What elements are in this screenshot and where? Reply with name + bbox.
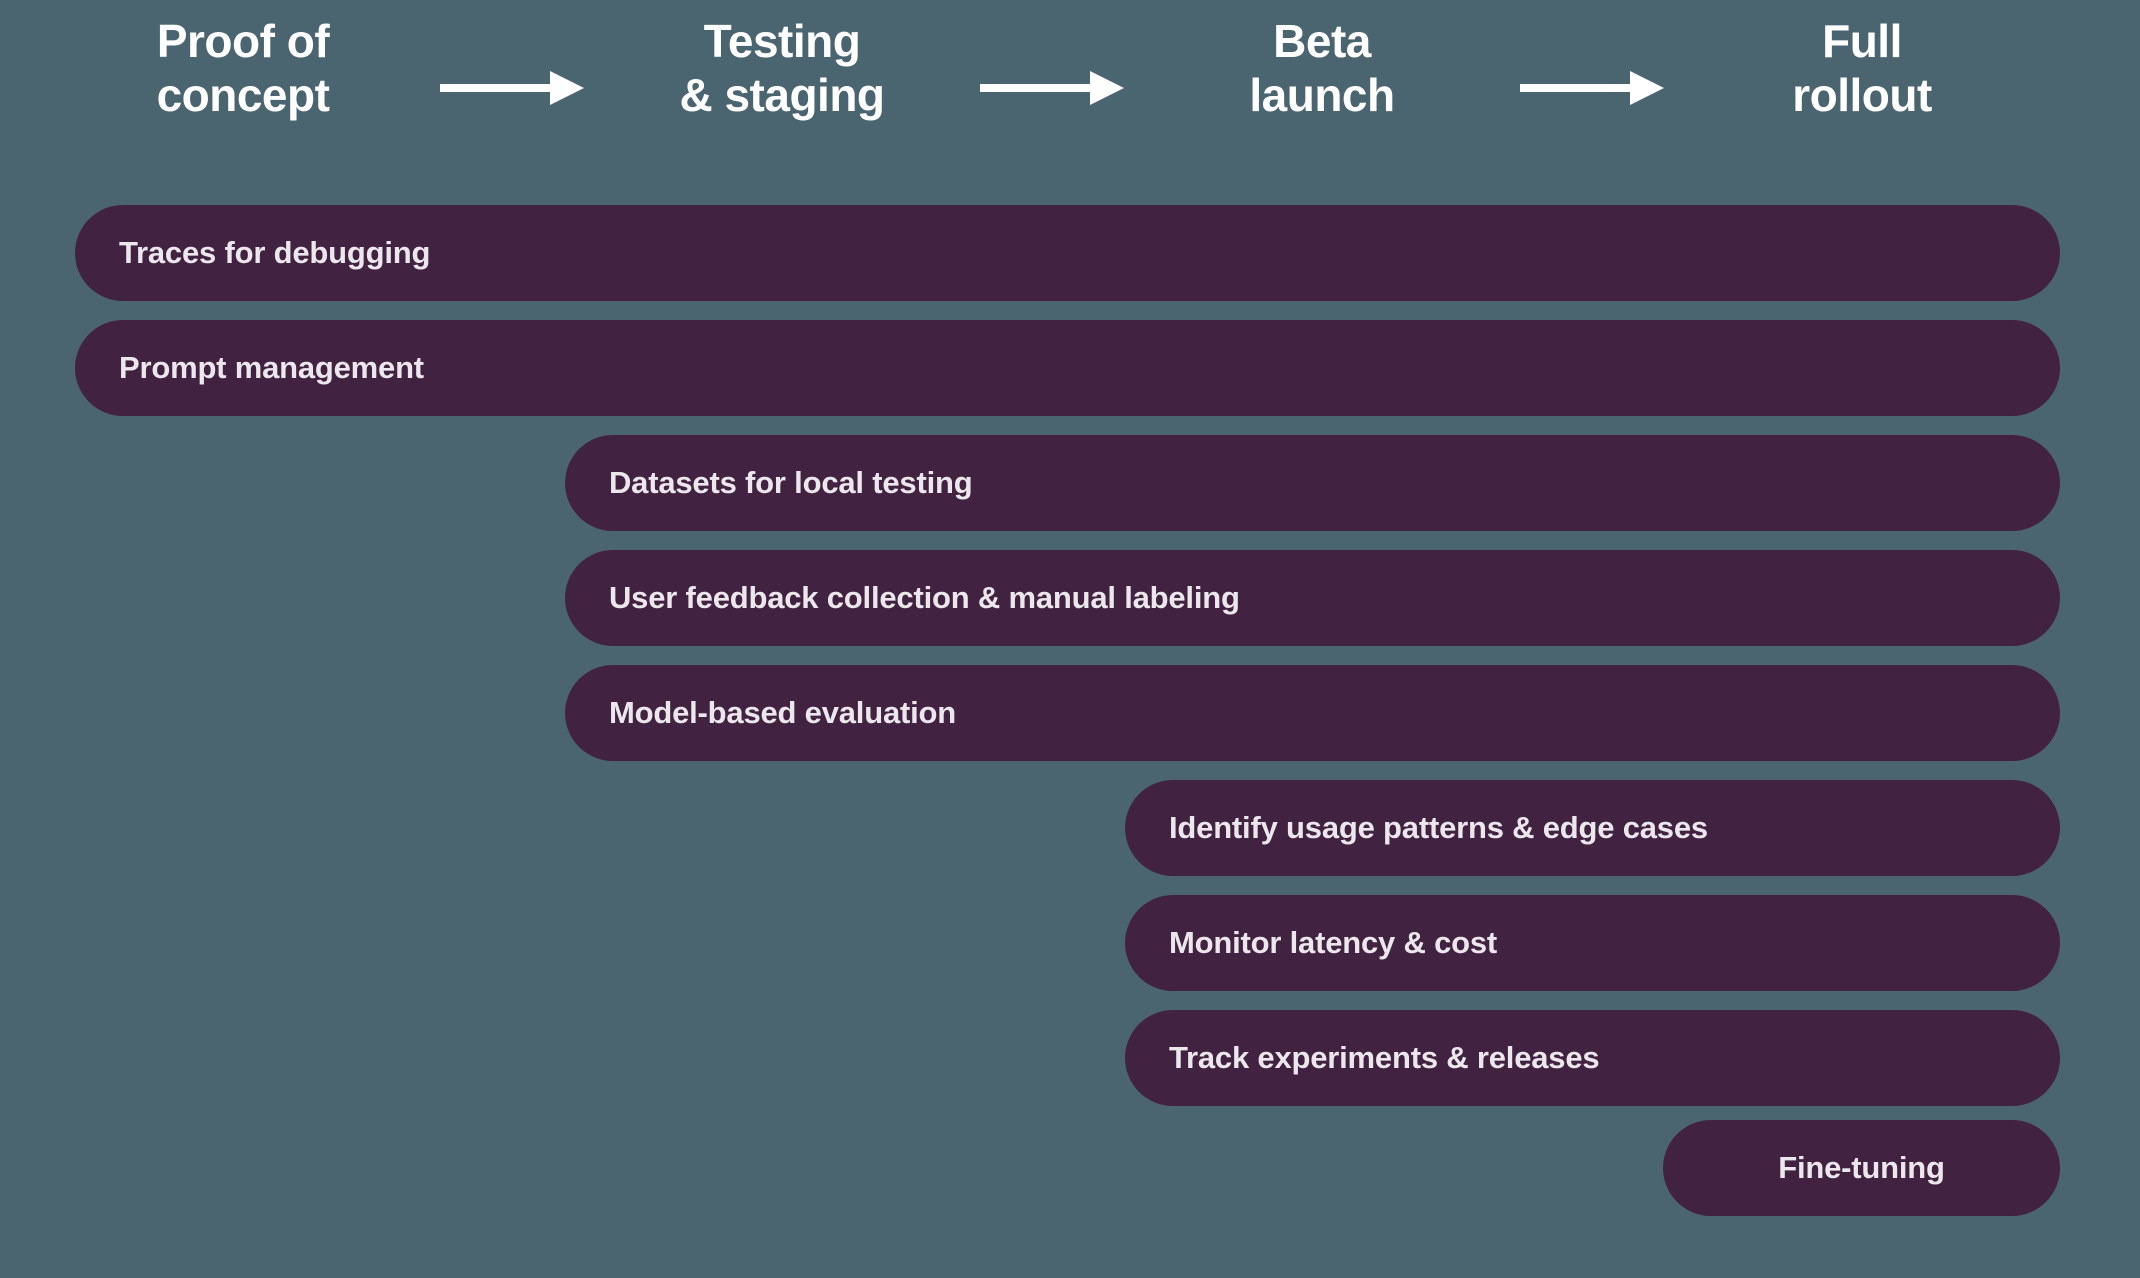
bar-track-experiments-and-releases[interactable]: Track experiments & releases xyxy=(1125,1010,2060,1106)
bar-user-feedback-collection[interactable]: User feedback collection & manual labeli… xyxy=(565,550,2060,646)
stage-label-beta-launch: Beta launch xyxy=(1249,15,1395,122)
bar-label: Model-based evaluation xyxy=(609,695,956,730)
arrow-stage-2-to-3-icon xyxy=(980,71,1124,105)
stage-label-full-rollout: Full rollout xyxy=(1792,15,1932,122)
bar-identify-usage-patterns[interactable]: Identify usage patterns & edge cases xyxy=(1125,780,2060,876)
stage-label-testing-and-staging: Testing & staging xyxy=(679,15,885,122)
bar-label: Monitor latency & cost xyxy=(1169,925,1498,960)
bar-model-based-evaluation[interactable]: Model-based evaluation xyxy=(565,665,2060,761)
bar-traces-for-debugging[interactable]: Traces for debugging xyxy=(75,205,2060,301)
bar-label: Fine-tuning xyxy=(1778,1150,1945,1185)
arrow-stage-3-to-4-icon xyxy=(1520,71,1664,105)
bar-label: Traces for debugging xyxy=(119,235,431,270)
bar-label: Prompt management xyxy=(119,350,424,385)
bar-label: Identify usage patterns & edge cases xyxy=(1169,810,1708,845)
bar-label: Track experiments & releases xyxy=(1169,1040,1600,1075)
arrow-stage-1-to-2-icon xyxy=(440,71,584,105)
bar-fine-tuning[interactable]: Fine-tuning xyxy=(1663,1120,2060,1216)
bar-label: Datasets for local testing xyxy=(609,465,973,500)
bar-datasets-for-local-testing[interactable]: Datasets for local testing xyxy=(565,435,2060,531)
bar-prompt-management[interactable]: Prompt management xyxy=(75,320,2060,416)
bar-monitor-latency-and-cost[interactable]: Monitor latency & cost xyxy=(1125,895,2060,991)
bar-label: User feedback collection & manual labeli… xyxy=(609,580,1240,615)
stage-label-proof-of-concept: Proof of concept xyxy=(156,15,330,122)
